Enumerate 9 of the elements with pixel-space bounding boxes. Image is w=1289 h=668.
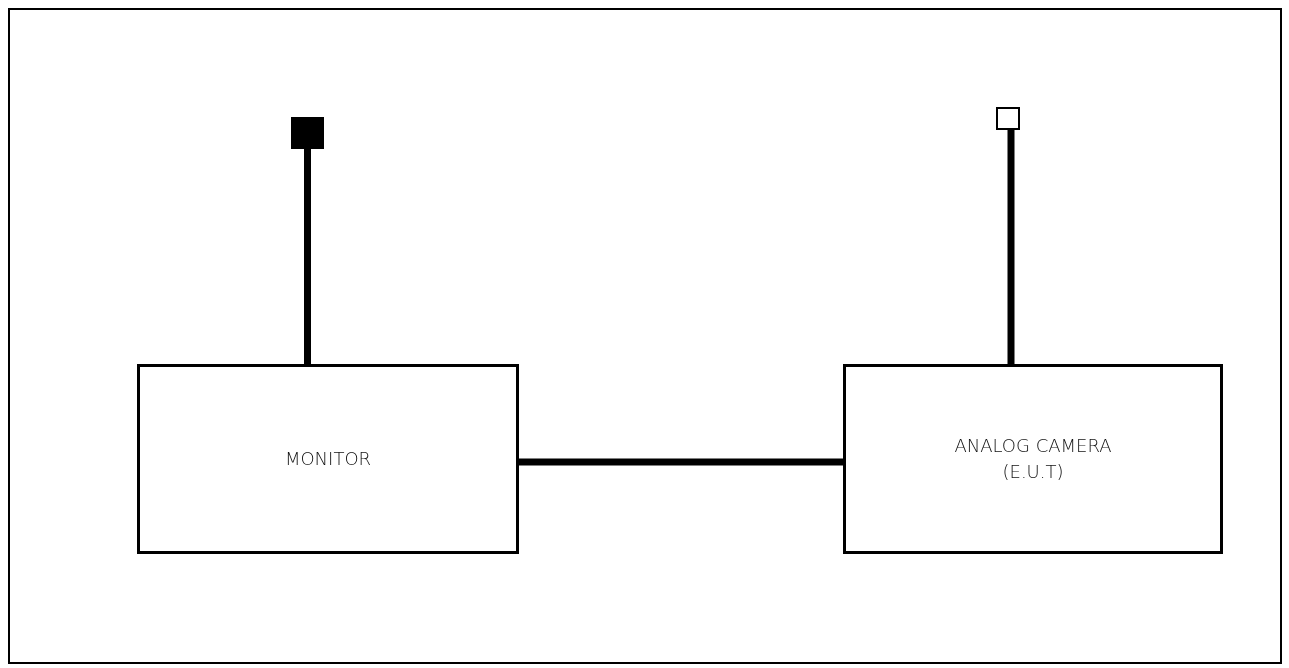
cable-line	[304, 149, 311, 364]
device-label: MONITOR	[284, 447, 372, 471]
device-box	[137, 364, 519, 554]
cable-line	[519, 458, 843, 466]
device-box	[843, 364, 1223, 554]
device-label: ANALOG CAMERA (E.U.T)	[953, 434, 1113, 484]
square-block	[291, 117, 324, 149]
cable-line	[1007, 130, 1015, 364]
square-block	[996, 107, 1020, 130]
